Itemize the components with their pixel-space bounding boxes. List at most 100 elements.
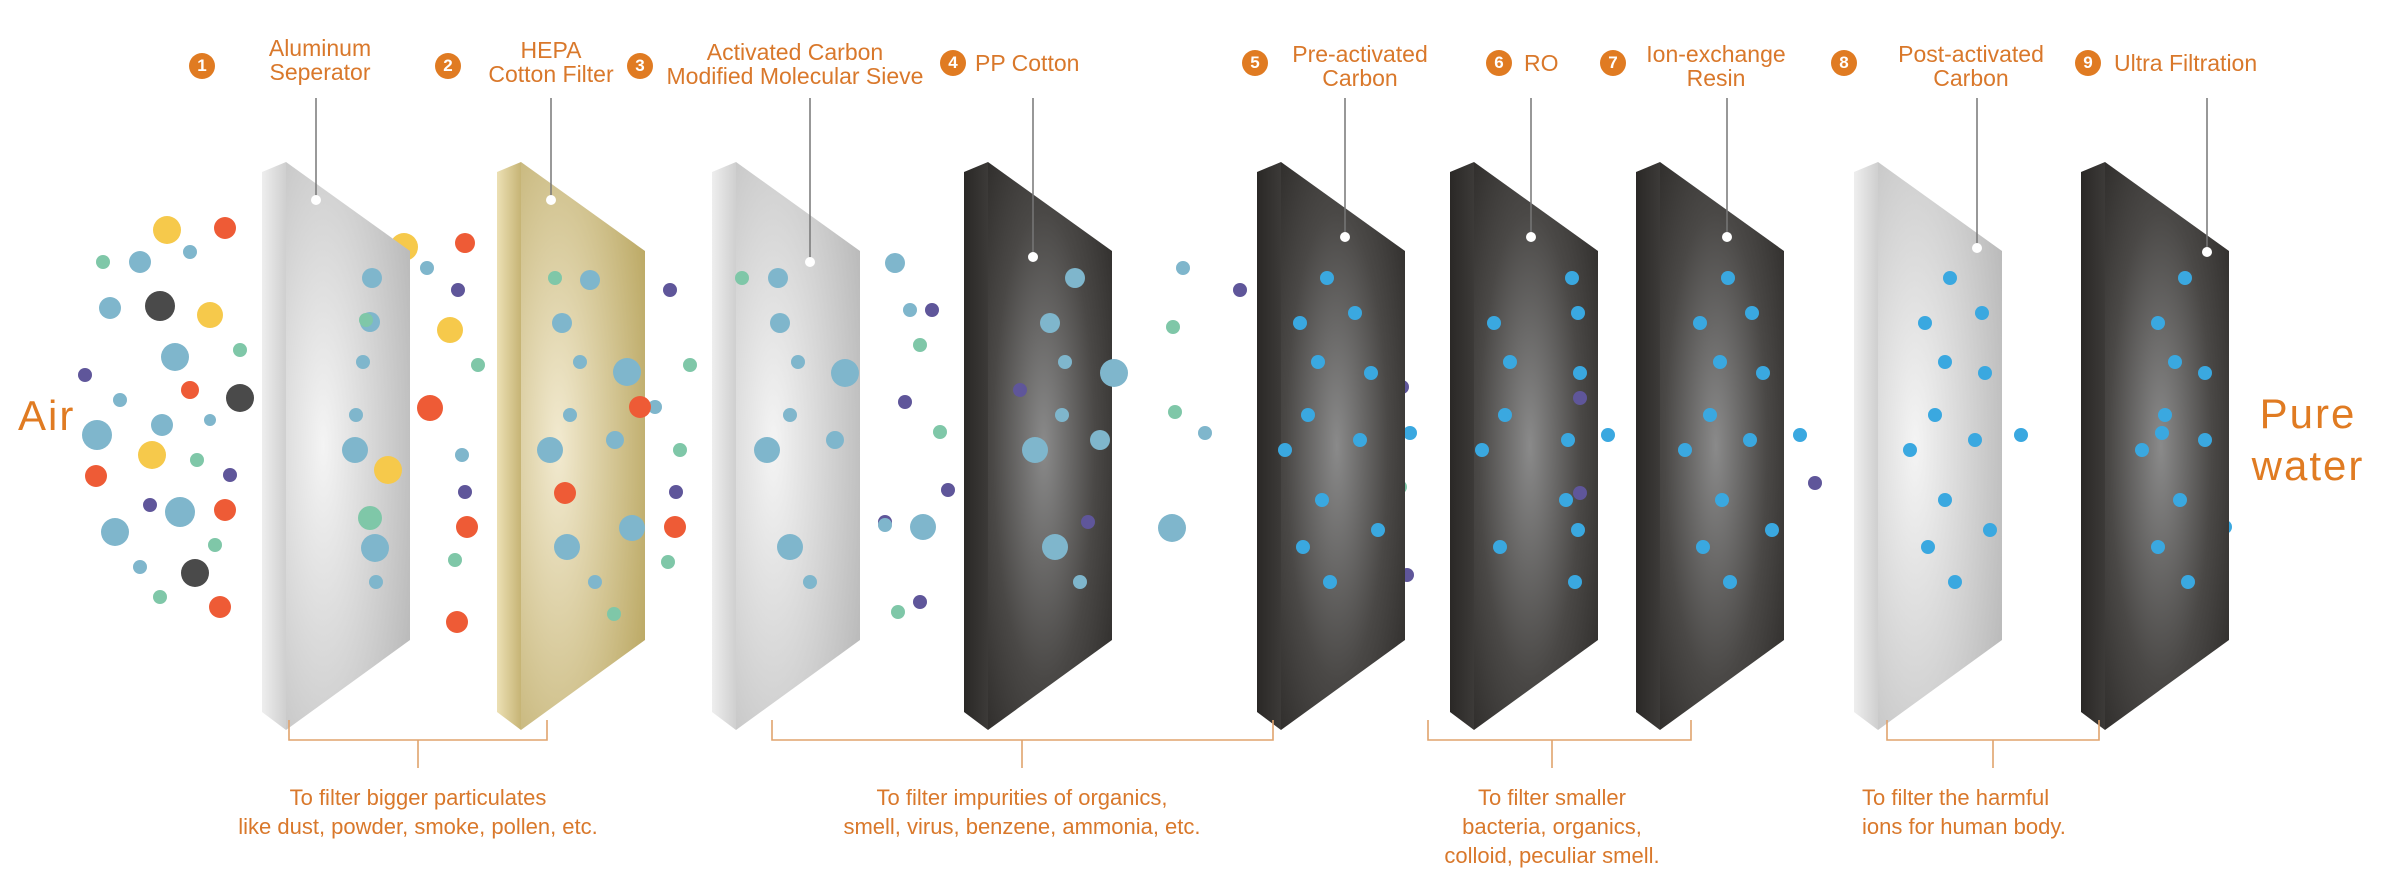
particle-dot [181,559,209,587]
particle-dot [913,338,927,352]
panel-molecular-sieve [712,162,860,730]
particle-dot [891,605,905,619]
particle-dot [1693,316,1707,330]
particle-dot [342,437,368,463]
particle-dot [1315,493,1329,507]
particle-dot [1756,366,1770,380]
particle-dot [197,302,223,328]
particle-dot [99,297,121,319]
particle-dot [1565,271,1579,285]
particle-dot [129,251,151,273]
particle-dot [101,518,129,546]
particle-dot [1561,433,1575,447]
particle-dot [768,268,788,288]
particle-dot [1573,366,1587,380]
particle-dot [1793,428,1807,442]
particle-dot [878,518,892,532]
particle-dot [1559,493,1573,507]
particle-dot [1808,476,1822,490]
particle-dot [1723,575,1737,589]
particle-dot [1743,433,1757,447]
panel-post-activated-carbon [1854,162,2002,730]
particle-dot [1065,268,1085,288]
particle-dot [143,498,157,512]
panel-aluminum-separator [262,162,410,730]
particle-dot [471,358,485,372]
filter-name-line1: Ultra Filtration [2114,50,2258,76]
note-line1: To filter the harmful [1862,785,2050,810]
note-line1: To filter bigger particulates [289,785,547,810]
particle-dot [563,408,577,422]
particle-dot [204,414,216,426]
particle-dot [356,355,370,369]
particle-dot [885,253,905,273]
particle-dot [673,443,687,457]
particle-dot [1296,540,1310,554]
particle-dot [1475,443,1489,457]
particle-dot [153,590,167,604]
particle-dot [214,499,236,521]
particle-dot [607,607,621,621]
filter-panels [262,162,2229,730]
particle-dot [1696,540,1710,554]
particle-dot [78,368,92,382]
filter-number-2: 2 [435,53,461,79]
particle-dot [96,255,110,269]
panel-hepa-cotton [497,162,645,730]
particle-dot [1364,366,1378,380]
particle-dot [1323,575,1337,589]
particle-dot [735,271,749,285]
particle-dot [1721,271,1735,285]
particle-dot [153,216,181,244]
particle-dot [1745,306,1759,320]
filter-name-line1: PP Cotton [975,50,1080,76]
particle-dot [362,268,382,288]
particle-dot [1081,515,1095,529]
filter-name-line1: Ion-exchange [1646,41,1786,67]
particle-dot [1571,523,1585,537]
group-note-bacteria: To filter smaller bacteria, organics, co… [1392,783,1712,870]
filter-name-line2: Seperator [269,59,371,85]
particle-dot [629,396,651,418]
particle-dot [548,271,562,285]
particle-dot [1100,359,1128,387]
particle-dot [1938,355,1952,369]
filter-name-line2: Resin [1686,65,1746,91]
particle-dot [1715,493,1729,507]
particle-dot [1573,391,1587,405]
particle-dot [181,381,199,399]
particle-dot [1487,316,1501,330]
particle-dot [1571,306,1585,320]
particle-dot [941,483,955,497]
particle-dot [1055,408,1069,422]
particle-dot [903,303,917,317]
particle-dot [925,303,939,317]
particle-dot [2178,271,2192,285]
particle-dot [1040,313,1060,333]
particle-dot [113,393,127,407]
filter-name-line1: Aluminum [268,35,372,61]
particle-dot [803,575,817,589]
particle-dot [420,261,434,275]
filter-name-line2: Modified Molecular Sieve [666,63,924,89]
particle-dot [145,291,175,321]
particle-dot [437,317,463,343]
particle-dot [1371,523,1385,537]
particle-dot [791,355,805,369]
particle-dot [669,485,683,499]
particle-dot [613,358,641,386]
particle-dot [1158,514,1186,542]
group-note-organics: To filter impurities of organics, smell,… [772,783,1272,841]
particle-dot [2181,575,2195,589]
particle-dot [1320,271,1334,285]
panel-ultra-filtration [2081,162,2229,730]
particle-dot [369,575,383,589]
panel-ro [1450,162,1598,730]
particle-dot [2198,366,2212,380]
particle-dot [1978,366,1992,380]
particle-dot [214,217,236,239]
particle-dot [913,595,927,609]
particle-dot [1703,408,1717,422]
particle-dot [374,456,402,484]
